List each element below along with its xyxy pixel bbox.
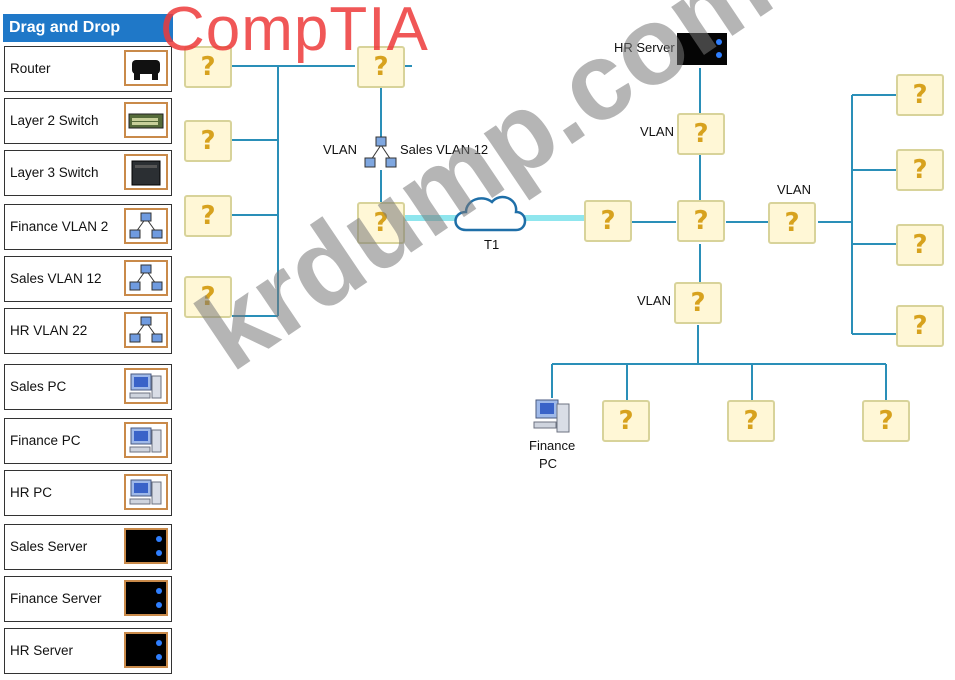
palette-item-label: Sales PC <box>10 379 67 394</box>
palette-item-label: Layer 2 Switch <box>10 113 99 128</box>
vlan-label-left: VLAN <box>323 142 357 157</box>
question-mark-icon: ? <box>912 311 928 341</box>
pc-icon <box>124 422 168 458</box>
drop-slot-top-center[interactable]: ? <box>357 46 405 88</box>
question-mark-icon: ? <box>878 406 894 436</box>
question-mark-icon: ? <box>200 126 216 156</box>
drop-slot-bottom-vlan[interactable]: ? <box>674 282 722 324</box>
drop-slot-hr-vlan[interactable]: ? <box>677 113 725 155</box>
vlan-network-icon <box>124 312 168 348</box>
vlan-label-hr: VLAN <box>640 124 674 139</box>
palette-item-label: Finance PC <box>10 433 81 448</box>
palette-item-sales-server[interactable]: Sales Server <box>4 524 172 570</box>
palette-item-hr-server[interactable]: HR Server <box>4 628 172 674</box>
palette-item-label: HR VLAN 22 <box>10 323 88 338</box>
question-mark-icon: ? <box>600 206 616 236</box>
sales-vlan-network-icon <box>364 136 397 168</box>
server-icon <box>124 528 168 564</box>
drop-slot-bottom-3[interactable]: ? <box>862 400 910 442</box>
drop-slot-left-2[interactable]: ? <box>184 120 232 162</box>
drop-slot-bottom-1[interactable]: ? <box>602 400 650 442</box>
palette-item-label: Finance Server <box>10 591 102 606</box>
t1-label: T1 <box>484 237 500 252</box>
drop-slot-right-4[interactable]: ? <box>896 305 944 347</box>
question-mark-icon: ? <box>912 80 928 110</box>
drop-slot-sales-router[interactable]: ? <box>357 202 405 244</box>
vlan-label-bottom: VLAN <box>637 293 671 308</box>
vlan-label-right: VLAN <box>777 182 811 197</box>
server-icon <box>124 632 168 668</box>
finance-pc-label-line1: Finance <box>529 438 576 453</box>
palette-item-hr-vlan-22[interactable]: HR VLAN 22 <box>4 308 172 354</box>
palette-item-label: Finance VLAN 2 <box>10 219 109 234</box>
palette-item-sales-pc[interactable]: Sales PC <box>4 364 172 410</box>
question-mark-icon: ? <box>784 208 800 238</box>
question-mark-icon: ? <box>912 155 928 185</box>
t1-cloud-icon <box>454 195 527 232</box>
question-mark-icon: ? <box>373 52 389 82</box>
drop-slot-left-4[interactable]: ? <box>184 276 232 318</box>
palette-item-sales-vlan-12[interactable]: Sales VLAN 12 <box>4 256 172 302</box>
palette-item-layer2-switch[interactable]: Layer 2 Switch <box>4 98 172 144</box>
hr-server-icon <box>677 33 727 65</box>
layer3-switch-icon <box>124 154 168 190</box>
drop-slot-left-1[interactable]: ? <box>184 46 232 88</box>
palette-item-finance-server[interactable]: Finance Server <box>4 576 172 622</box>
palette-item-layer3-switch[interactable]: Layer 3 Switch <box>4 150 172 196</box>
palette-item-label: Sales Server <box>10 539 88 554</box>
palette-item-finance-pc[interactable]: Finance PC <box>4 418 172 464</box>
vlan-network-icon <box>124 260 168 296</box>
palette-item-finance-vlan-2[interactable]: Finance VLAN 2 <box>4 204 172 250</box>
palette-item-router[interactable]: Router <box>4 46 172 92</box>
question-mark-icon: ? <box>912 230 928 260</box>
drop-slot-left-3[interactable]: ? <box>184 195 232 237</box>
palette-item-label: Layer 3 Switch <box>10 165 99 180</box>
question-mark-icon: ? <box>693 206 709 236</box>
palette-item-hr-pc[interactable]: HR PC <box>4 470 172 516</box>
drop-slot-right-2[interactable]: ? <box>896 149 944 191</box>
question-mark-icon: ? <box>200 282 216 312</box>
finance-pc-icon <box>533 399 570 433</box>
question-mark-icon: ? <box>373 208 389 238</box>
hr-server-label: HR Server <box>614 40 675 55</box>
question-mark-icon: ? <box>200 52 216 82</box>
palette-item-label: HR PC <box>10 485 53 500</box>
palette-item-label: Router <box>10 61 51 76</box>
router-icon <box>124 50 168 86</box>
sales-vlan-label: Sales VLAN 12 <box>400 142 489 157</box>
finance-pc-label-line2: PC <box>539 456 558 471</box>
vlan-network-icon <box>124 208 168 244</box>
pc-icon <box>124 474 168 510</box>
palette-title: Drag and Drop <box>3 14 173 42</box>
layer2-switch-icon <box>124 102 168 138</box>
drop-slot-hq-router[interactable]: ? <box>584 200 632 242</box>
question-mark-icon: ? <box>743 406 759 436</box>
pc-icon <box>124 368 168 404</box>
drop-slot-bottom-2[interactable]: ? <box>727 400 775 442</box>
palette-item-label: Sales VLAN 12 <box>10 271 102 286</box>
question-mark-icon: ? <box>200 201 216 231</box>
drop-slot-right-3[interactable]: ? <box>896 224 944 266</box>
comptia-logo-watermark: CompTIA <box>160 0 429 64</box>
question-mark-icon: ? <box>693 119 709 149</box>
drop-slot-core-switch[interactable]: ? <box>677 200 725 242</box>
palette-item-label: HR Server <box>10 643 74 658</box>
question-mark-icon: ? <box>618 406 634 436</box>
drop-slot-right-1[interactable]: ? <box>896 74 944 116</box>
question-mark-icon: ? <box>690 288 706 318</box>
drop-slot-right-vlan[interactable]: ? <box>768 202 816 244</box>
server-icon <box>124 580 168 616</box>
